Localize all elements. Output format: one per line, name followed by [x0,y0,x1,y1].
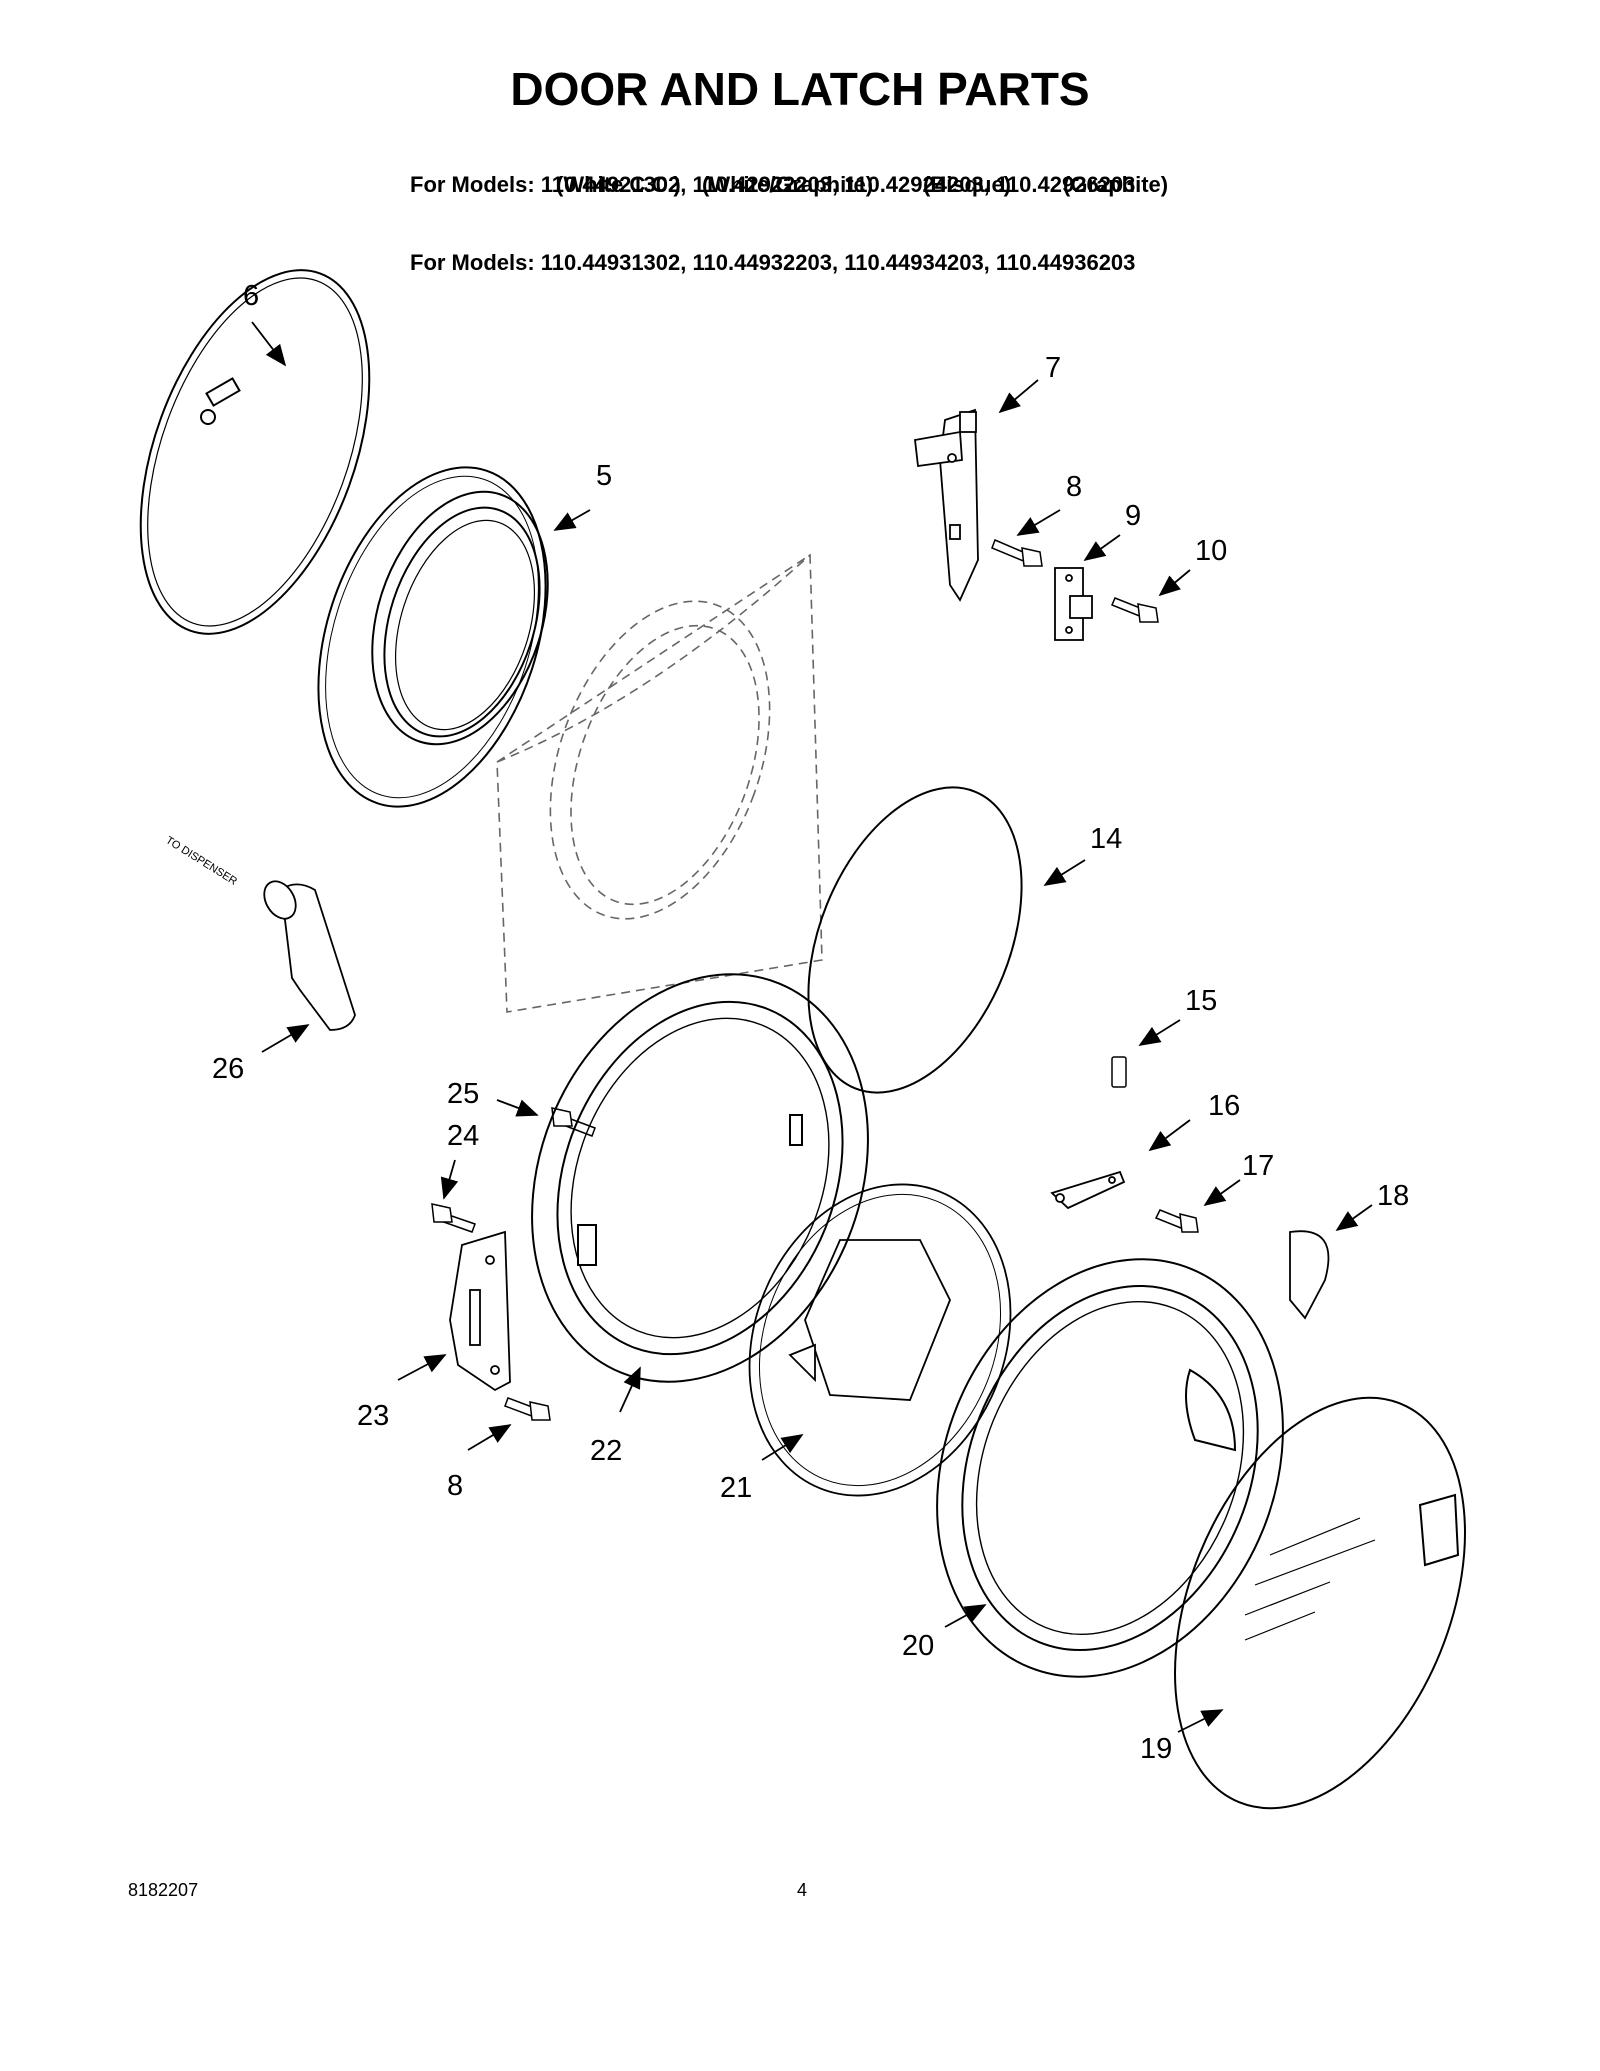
part-21-glass-bowl [748,1183,1012,1497]
callout-24: 24 [447,1120,479,1152]
part-5-door-seal [317,466,549,808]
callout-26: 26 [212,1053,244,1085]
callout-10: 10 [1195,535,1227,567]
callout-21: 21 [720,1472,752,1504]
callout-15: 15 [1185,985,1217,1017]
callout-17: 17 [1242,1150,1274,1182]
models-line-2: For Models: 110.44931302, 110.44932203, … [410,250,1136,275]
leader-arrows [251,321,1373,1733]
callout-20: 20 [902,1630,934,1662]
callout-22: 22 [590,1435,622,1467]
part-19-outer-door [1174,1396,1466,1810]
color-graphite: (Graphite) [1063,172,1169,197]
callout-25: 25 [447,1078,479,1110]
part-23-hinge [449,1230,511,1392]
page-title: DOOR AND LATCH PARTS [510,63,1090,115]
part-9-strike-plate [1054,567,1093,641]
front-panel-reference [496,553,823,1013]
part-26-dispenser-hose [263,880,356,1031]
part-20-outer-trim [936,1258,1284,1678]
part-15-latch-insert [1111,1056,1127,1088]
color-white-cc: (White C.C.) [556,172,681,197]
part-18-handle [1289,1230,1330,1320]
callout-8-lower: 8 [447,1470,463,1502]
callout-7: 7 [1045,352,1061,384]
callout-23: 23 [357,1400,389,1432]
color-bisque: (Bisque) [923,172,1011,197]
callout-6: 6 [243,280,259,312]
callout-19: 19 [1140,1733,1172,1765]
part-14-window-gasket [807,786,1023,1094]
document-number: 8182207 [128,1880,199,1900]
page-number: 4 [797,1880,808,1900]
part-17-screw [1154,1209,1199,1233]
part-10-screw [1111,597,1159,623]
part-7-latch-bracket [914,408,979,602]
part-24-screw [431,1203,476,1233]
models-line-1: For Models: 110.44921302, 110.42922203, … [410,172,1136,197]
part-8-screw [991,539,1043,567]
color-white-graphite: (White/Graphite) [702,172,874,197]
callout-9: 9 [1125,500,1141,532]
callout-16: 16 [1208,1090,1240,1122]
callout-5: 5 [596,460,612,492]
callout-8: 8 [1066,471,1082,503]
model-list: For Models: 110.44921302, 110.42922203, … [410,120,1135,302]
callout-14: 14 [1090,823,1122,855]
part-6-clamp-ring [139,269,371,635]
part-8-screw-lower [504,1397,551,1421]
part-22-inner-frame [531,973,869,1383]
to-dispenser-label: TO DISPENSER [163,834,239,888]
callout-18: 18 [1377,1180,1409,1212]
part-16-lever [1050,1170,1126,1210]
